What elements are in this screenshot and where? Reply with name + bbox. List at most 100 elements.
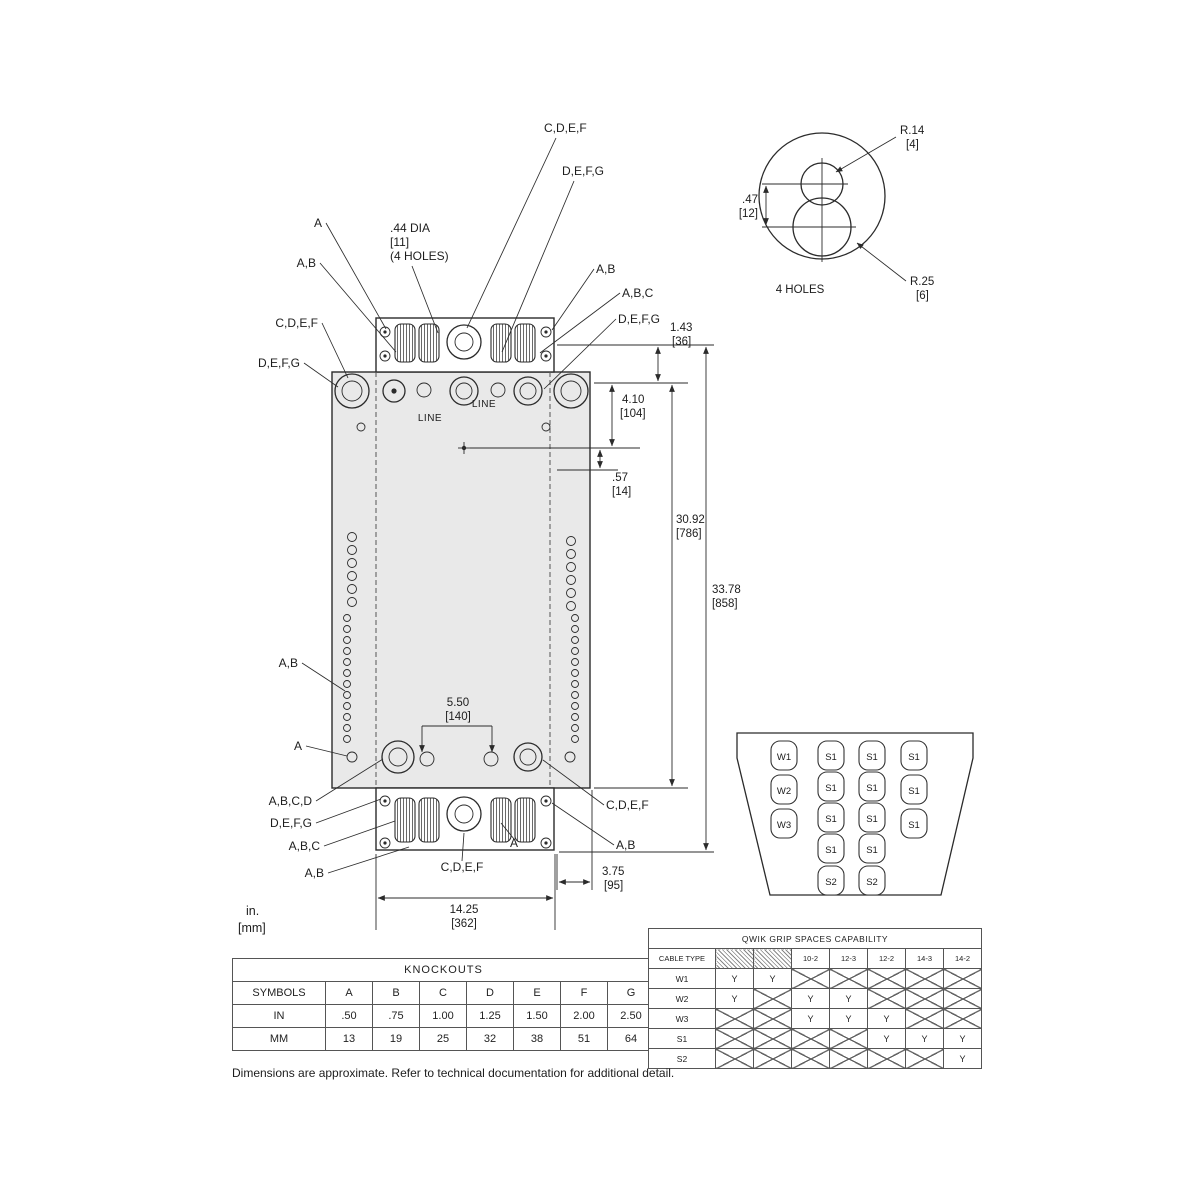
callout-cdef-top: C,D,E,F bbox=[544, 121, 587, 135]
grip-slot-s1: S1 bbox=[866, 845, 878, 856]
callout-ab-bottom-right: A,B bbox=[616, 838, 635, 852]
table-cell: 13 bbox=[325, 1027, 373, 1051]
table-cell bbox=[753, 988, 792, 1009]
table-cell: IN bbox=[232, 1004, 326, 1028]
detail-r25-label: R.25 bbox=[910, 276, 934, 288]
table-cell: Y bbox=[753, 968, 792, 989]
center-reference-mark bbox=[458, 442, 470, 454]
knockouts-table: KNOCKOUTS SYMBOLS A B C D E F G IN .50 .… bbox=[232, 958, 655, 1051]
units-line-in: in. bbox=[246, 904, 260, 918]
callout-abc-bottom: A,B,C bbox=[289, 839, 321, 853]
wire-hole-column-left-lower bbox=[343, 614, 351, 743]
table-cell: W1 bbox=[648, 968, 716, 989]
callout-abc-right: A,B,C bbox=[622, 286, 654, 300]
table-cell: 51 bbox=[560, 1027, 608, 1051]
callout-dia-line1: .44 DIA bbox=[390, 221, 430, 235]
table-cell bbox=[905, 1048, 944, 1069]
callout-ab-bottom: A,B bbox=[305, 866, 324, 880]
keyhole-knockout-top bbox=[446, 324, 482, 360]
dim-4-10-in: 4.10 bbox=[622, 394, 644, 406]
table-cell: 1.50 bbox=[513, 1004, 561, 1028]
table-cell: 64 bbox=[607, 1027, 655, 1051]
dim-30-92-mm: [786] bbox=[676, 528, 702, 540]
callout-ab-right: A,B bbox=[596, 262, 615, 276]
callout-dia-line2: [11] bbox=[390, 235, 409, 249]
knockouts-table-title: KNOCKOUTS bbox=[232, 958, 655, 982]
table-cell: 14-3 bbox=[905, 948, 944, 969]
table-cell: Y bbox=[867, 1008, 906, 1029]
wire-hole-column-right-lower bbox=[571, 614, 579, 743]
table-cell: 10-2 bbox=[791, 948, 830, 969]
table-cell: CABLE TYPE bbox=[648, 948, 716, 969]
callout-ab-left-mid: A,B bbox=[279, 656, 298, 670]
dim-14-25-in: 14.25 bbox=[450, 904, 479, 916]
dim-1-43-mm: [36] bbox=[672, 336, 691, 348]
table-cell bbox=[715, 948, 754, 969]
table-cell: Y bbox=[791, 1008, 830, 1029]
table-cell: Y bbox=[791, 988, 830, 1009]
grip-slot-s1: S1 bbox=[866, 752, 878, 763]
callout-a-top: A bbox=[314, 216, 322, 230]
table-cell: .50 bbox=[325, 1004, 373, 1028]
callout-abcd-bottom: A,B,C,D bbox=[269, 794, 313, 808]
table-cell bbox=[829, 1028, 868, 1049]
detail-r14-label: R.14 bbox=[900, 125, 925, 137]
detail-r25-mm: [6] bbox=[916, 290, 929, 302]
units-note: in. [mm] bbox=[238, 903, 266, 937]
units-line-mm: [mm] bbox=[238, 921, 266, 935]
footer-note: Dimensions are approximate. Refer to tec… bbox=[232, 1066, 675, 1080]
table-cell: 19 bbox=[372, 1027, 420, 1051]
dim-0-57-in: .57 bbox=[612, 472, 628, 484]
top-panel-knockouts bbox=[379, 323, 552, 363]
table-cell bbox=[867, 988, 906, 1009]
grip-slot-s1: S1 bbox=[866, 814, 878, 825]
dim-14-25-mm: [362] bbox=[451, 918, 477, 930]
table-cell bbox=[715, 1028, 754, 1049]
table-cell: 32 bbox=[466, 1027, 514, 1051]
grip-outline bbox=[736, 732, 974, 896]
table-cell: 14-2 bbox=[943, 948, 982, 969]
upper-knockout-row: LINE LINE bbox=[334, 373, 589, 454]
grip-slot-s1: S1 bbox=[825, 752, 837, 763]
qwik-grip-table-title: QWIK GRIP SPACES CAPABILITY bbox=[648, 928, 982, 949]
dimensions: 1.43 [36] 4.10 [104] .57 [14] 30.92 [786… bbox=[375, 322, 741, 930]
table-cell: .75 bbox=[372, 1004, 420, 1028]
table-cell: 38 bbox=[513, 1027, 561, 1051]
table-cell: B bbox=[372, 981, 420, 1005]
table-cell: 12-3 bbox=[829, 948, 868, 969]
dim-5-50-in: 5.50 bbox=[447, 697, 469, 709]
table-cell: Y bbox=[715, 988, 754, 1009]
wire-grip-detail: W1 W2 W3 S1 S1 S1 S1 S2 S1 S1 S1 S1 S2 S… bbox=[736, 732, 974, 896]
table-cell: F bbox=[560, 981, 608, 1005]
table-cell: Y bbox=[943, 1028, 982, 1049]
table-cell: A bbox=[325, 981, 373, 1005]
dim-3-75-mm: [95] bbox=[604, 880, 623, 892]
table-cell bbox=[791, 1048, 830, 1069]
table-cell: 2.00 bbox=[560, 1004, 608, 1028]
table-cell: W2 bbox=[648, 988, 716, 1009]
keyhole-knockout-bottom bbox=[446, 796, 482, 832]
table-cell bbox=[753, 1008, 792, 1029]
table-cell bbox=[905, 968, 944, 989]
table-cell bbox=[753, 948, 792, 969]
table-cell: S2 bbox=[648, 1048, 716, 1069]
table-cell: 25 bbox=[419, 1027, 467, 1051]
table-cell bbox=[753, 1048, 792, 1069]
table-cell: S1 bbox=[648, 1028, 716, 1049]
callout-a-left-bottom: A bbox=[294, 739, 302, 753]
table-cell bbox=[943, 988, 982, 1009]
table-cell bbox=[715, 1008, 754, 1029]
callout-defg-left: D,E,F,G bbox=[258, 356, 300, 370]
table-cell: Y bbox=[829, 988, 868, 1009]
callout-cdef-bottom-center: C,D,E,F bbox=[441, 860, 484, 874]
table-cell: E bbox=[513, 981, 561, 1005]
dim-30-92-in: 30.92 bbox=[676, 514, 705, 526]
grip-slot-w3: W3 bbox=[777, 820, 791, 831]
table-cell bbox=[791, 968, 830, 989]
grip-slot-s1: S1 bbox=[825, 783, 837, 794]
dim-33-78-in: 33.78 bbox=[712, 584, 741, 596]
table-cell: 12-2 bbox=[867, 948, 906, 969]
table-cell bbox=[829, 968, 868, 989]
